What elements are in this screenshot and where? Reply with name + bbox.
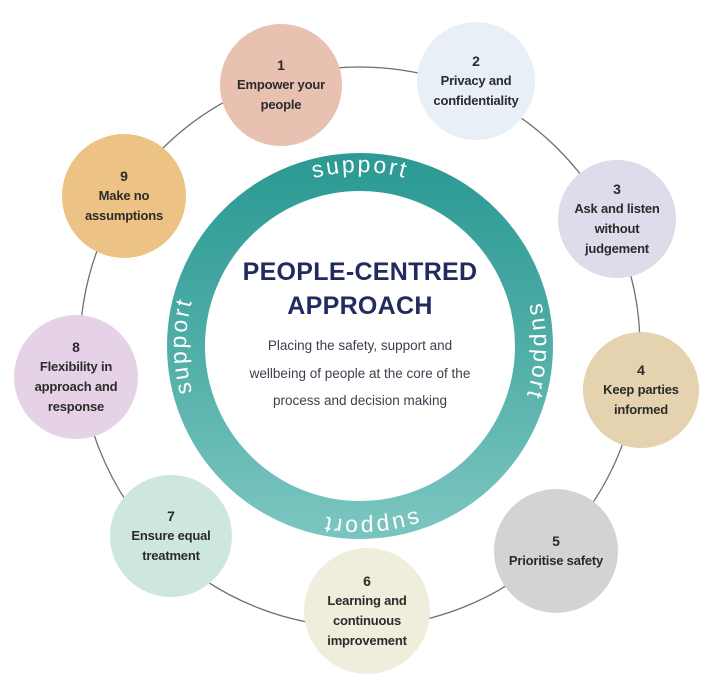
node-label: Flexibility in approach and response [34,358,118,415]
node-label: Prioritise safety [508,553,604,569]
node-label: Empower your people [237,77,325,113]
center-title: PEOPLE-CENTRED APPROACH [242,258,478,320]
node-prioritise-safety: 5 Prioritise safety [494,489,618,613]
node-ask-and-listen-without-judgement: 3 Ask and listen without judgement [558,160,676,278]
ring-label-left: support [165,294,197,397]
node-ensure-equal-treatment: 7 Ensure equal treatment [110,475,232,597]
node-flexibility-in-approach-and-response: 8 Flexibility in approach and response [14,315,138,439]
node-privacy-and-confidentiality: 2 Privacy and confidentiality [417,22,535,140]
node-number: 6 [363,572,371,589]
node-learning-and-continuous-improvement: 6 Learning and continuous improvement [304,548,430,674]
node-empower-your-people: 1 Empower your people [220,24,342,146]
node-label: Ensure equal treatment [131,528,211,564]
node-number: 8 [72,338,80,355]
node-number: 3 [613,180,621,197]
node-label: Privacy and confidentiality [433,73,519,109]
node-number: 9 [120,167,128,184]
node-label: Ask and listen without judgement [574,200,660,257]
center-description: Placing the safety, support and wellbein… [249,338,471,409]
node-number: 4 [637,361,645,378]
node-label: Keep parties informed [603,382,679,418]
node-make-no-assumptions: 9 Make no assumptions [62,134,186,258]
node-label: Learning and continuous improvement [327,592,407,649]
node-keep-parties-informed: 4 Keep parties informed [583,332,699,448]
node-number: 7 [167,507,175,524]
support-ring [167,153,553,539]
center-block: PEOPLE-CENTRED APPROACH Placing the safe… [205,256,515,415]
node-number: 1 [277,56,285,73]
node-label: Make no assumptions [85,188,163,224]
node-number: 2 [472,52,480,69]
node-number: 5 [552,532,560,549]
